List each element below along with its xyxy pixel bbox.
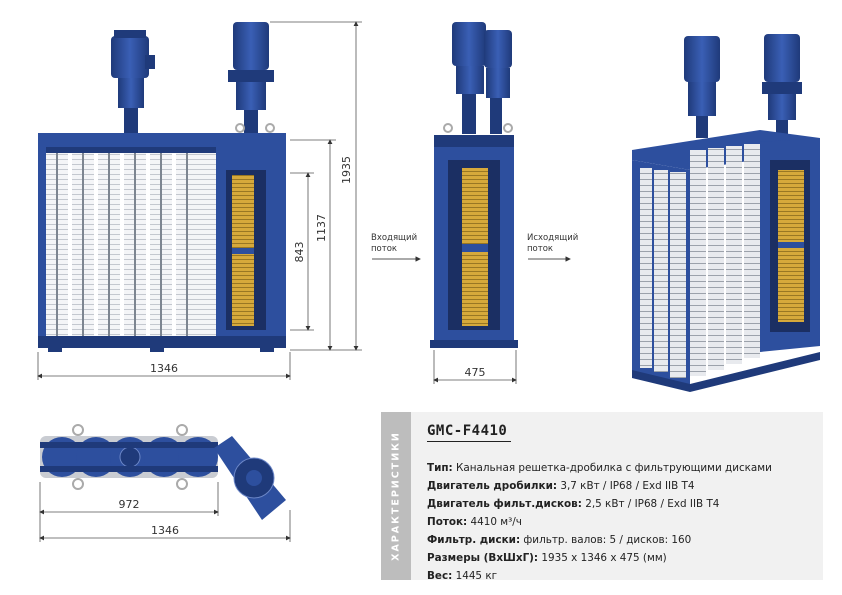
- spec-value: 2,5 кВт / IP68 / Exd IIB T4: [581, 498, 720, 510]
- crusher-motor-front: [111, 30, 155, 134]
- spec-value: фильтр. валов: 5 / дисков: 160: [520, 534, 692, 546]
- crusher-cutter-lower: [462, 252, 488, 326]
- spec-row-type: Тип: Канальная решетка-дробилка с фильтр…: [427, 462, 772, 474]
- spec-value: 1445 кг: [452, 570, 498, 582]
- spec-value: Канальная решетка-дробилка с фильтрующим…: [452, 462, 772, 474]
- dim-side-width: 475: [465, 366, 486, 379]
- front-view: [38, 22, 286, 352]
- dim-height-channel: 843: [293, 242, 306, 263]
- spec-key: Двигатель дробилки:: [427, 480, 558, 492]
- dimension-lines-front: [37, 21, 362, 380]
- model-title: GMC-F4410: [427, 423, 508, 439]
- dimension-lines-plan: [39, 482, 291, 542]
- spec-value: 1935 x 1346 x 475 (мм): [538, 552, 667, 564]
- spec-key: Двигатель фильт.дисков:: [427, 498, 582, 510]
- spec-value: 3,7 кВт / IP68 / Exd IIB T4: [557, 480, 695, 492]
- spec-key: Поток:: [427, 516, 468, 528]
- spec-side-label: ХАРАКТЕРИСТИКИ: [390, 431, 402, 561]
- dim-height-frame: 1137: [315, 214, 328, 242]
- motors-side: [443, 22, 513, 134]
- dim-plan-inner: 972: [119, 498, 140, 511]
- side-view: [430, 22, 518, 348]
- spec-key: Размеры (ВхШхГ):: [427, 552, 539, 564]
- spec-row-crusher-motor: Двигатель дробилки: 3,7 кВт / IP68 / Exd…: [427, 480, 695, 492]
- spec-row-weight: Вес: 1445 кг: [427, 570, 497, 582]
- dim-plan-width: 1346: [151, 524, 179, 537]
- flow-in-line1: Входящий: [371, 233, 417, 243]
- isometric-view: [632, 34, 820, 392]
- crusher-cutter-upper: [462, 168, 488, 244]
- spec-panel: [381, 412, 823, 580]
- spec-side-tab: [381, 412, 411, 580]
- spec-row-disc-motor: Двигатель фильт.дисков: 2,5 кВт / IP68 /…: [427, 498, 719, 510]
- spec-key: Фильтр. диски:: [427, 534, 521, 546]
- model-underline: [427, 441, 511, 442]
- spec-row-flow: Поток: 4410 м³/ч: [427, 516, 522, 528]
- flow-out-line2: поток: [527, 244, 553, 254]
- spec-value: 4410 м³/ч: [467, 516, 522, 528]
- flow-out-line1: Исходящий: [527, 233, 578, 243]
- dim-height-total: 1935: [340, 156, 353, 184]
- disc-motor-front: [228, 22, 275, 136]
- flow-in-line2: поток: [371, 244, 397, 254]
- dim-front-width: 1346: [150, 362, 178, 375]
- motors-iso: [684, 34, 802, 144]
- plan-view: [40, 424, 286, 520]
- filter-disc-stack: [46, 153, 216, 338]
- dimension-lines-side: [433, 350, 517, 384]
- crusher-housing-front: [218, 133, 286, 346]
- spec-row-dimensions: Размеры (ВхШхГ): 1935 x 1346 x 475 (мм): [427, 552, 667, 564]
- spec-key: Тип:: [427, 462, 453, 474]
- spec-key: Вес:: [427, 570, 453, 582]
- spec-row-filter-discs: Фильтр. диски: фильтр. валов: 5 / дисков…: [427, 534, 691, 546]
